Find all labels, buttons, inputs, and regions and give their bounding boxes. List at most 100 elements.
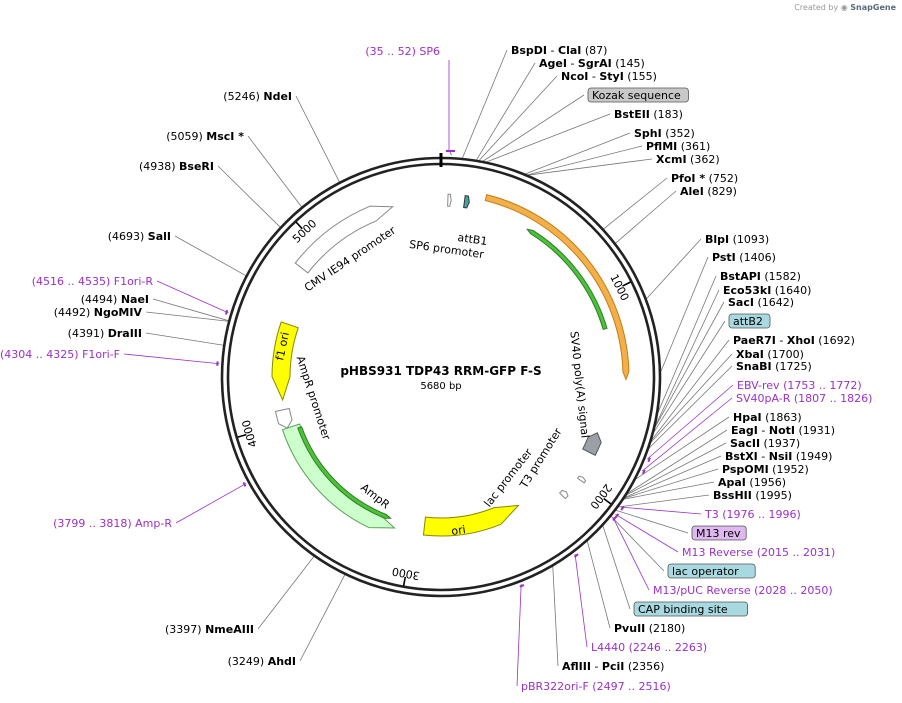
leader-line [478, 75, 558, 162]
site-coord: (1700) [764, 348, 804, 361]
primer-site-mark [242, 481, 247, 487]
site-label: SacI (1642) [728, 296, 794, 309]
site-snabi: SnaBI (1725) [736, 360, 812, 373]
leader-line [475, 62, 536, 162]
site-eco53ki: Eco53kI (1640) [723, 284, 811, 297]
site-name: PstI [712, 251, 736, 264]
tick-mark [603, 497, 612, 505]
leader-line [612, 517, 650, 591]
leader-line [617, 494, 710, 508]
site-coord: (2180) [645, 622, 685, 635]
site-label: NcoI - StyI (155) [561, 70, 657, 83]
site-coord: (183) [650, 108, 683, 121]
leader-line [624, 442, 727, 496]
site-label: (3249) AhdI [228, 655, 296, 668]
leader-line [614, 509, 689, 534]
site-coord: (1931) [795, 424, 835, 437]
site-label: (4494) NaeI [81, 293, 149, 306]
site-coord: (4693) [108, 230, 148, 243]
site-name: F1ori-F [82, 348, 120, 361]
feature-f1-ori [271, 321, 299, 402]
site-coord: (2356) [624, 660, 664, 673]
site-name: AhdI [268, 655, 296, 668]
site-name: SacII [730, 437, 760, 450]
leader-line [659, 256, 709, 374]
site-attb2: attB2 [728, 313, 771, 329]
site-name: BstXI [725, 450, 758, 463]
leader-line [526, 145, 643, 176]
site-name: NaeI [121, 293, 149, 306]
site-coord: (4494) [81, 293, 121, 306]
leader-line [610, 515, 665, 572]
site-coord: (87) [581, 44, 607, 57]
site-coord: (2028 .. 2050) [751, 584, 833, 597]
site-name: BstEII [614, 108, 650, 121]
site-coord: (1093) [729, 233, 769, 246]
site-label: EagI - NotI (1931) [731, 424, 835, 437]
site-name: XbaI [736, 348, 764, 361]
site-label: SphI (352) [634, 127, 695, 140]
site-draiii: (4391) DraIII [68, 327, 142, 340]
site-sp6: (35 .. 52) SP6 [365, 45, 440, 58]
site-ndei: (5246) NdeI [223, 90, 292, 103]
leader-line [523, 132, 631, 175]
site-amp-r: (3799 .. 3818) Amp-R [53, 517, 172, 530]
site-bseri: (4938) BseRI [139, 160, 214, 173]
site-coord: (4938) [139, 160, 179, 173]
site-label: BspDI - ClaI (87) [511, 44, 607, 57]
site-coord: (352) [662, 127, 695, 140]
tick-mark [295, 221, 303, 230]
site-bstxi: BstXI - NsiI (1949) [725, 450, 832, 463]
site-name: NcoI [561, 70, 588, 83]
site-coord: (361) [677, 140, 710, 153]
leader-line [145, 332, 225, 346]
site-coord: (5059) [166, 130, 206, 143]
site-name: NgoMIV [94, 306, 143, 319]
leader-line [656, 275, 717, 417]
primer-site-mark [612, 516, 617, 522]
site-label: AflIII - PciI (2356) [562, 660, 664, 673]
site-coord: (2246 .. 2263) [625, 641, 707, 654]
site-name: BstAPI [720, 270, 761, 283]
site-coord: (1642) [754, 296, 794, 309]
site-box [667, 563, 756, 579]
feature-lac-promoter [558, 489, 569, 500]
site-label: PfoI * (752) [671, 172, 738, 185]
site-xbai: XbaI (1700) [736, 348, 804, 361]
site-box-label: Kozak sequence [592, 89, 681, 102]
site-name: BssHII [713, 489, 752, 502]
site-pvuii: PvuII (2180) [614, 622, 685, 635]
leader-line [634, 416, 730, 481]
site-label: PflMI (361) [646, 140, 710, 153]
site-label: PstI (1406) [712, 251, 776, 264]
site-paer7i: PaeR7I - XhoI (1692) [733, 334, 855, 347]
site-m13-puc-reverse: M13/pUC Reverse (2028 .. 2050) [653, 584, 833, 597]
site-name: SacI [728, 296, 754, 309]
primer-site-mark [620, 505, 625, 511]
site-saci: SacI (1642) [728, 296, 794, 309]
tick-label: 4000 [239, 418, 259, 449]
site-msci: (5059) MscI * [166, 130, 244, 143]
site-name: NmeAIII [205, 623, 254, 636]
site-name: T3 [704, 508, 719, 521]
site-label: BlpI (1093) [705, 233, 769, 246]
site-name: StyI [599, 70, 623, 83]
site-coord: (2015 .. 2031) [753, 546, 835, 559]
leader-line [574, 553, 588, 648]
site-name: NdeI [263, 90, 292, 103]
site-label: AgeI - SgrAI (145) [539, 57, 645, 70]
site-coord: (829) [704, 185, 737, 198]
site-sep: - [776, 334, 787, 347]
site-m13-rev: M13 rev [691, 525, 747, 541]
site-coord: (1807 .. 1826) [790, 392, 872, 405]
feature-arcs [271, 193, 630, 537]
leader-line [448, 60, 452, 156]
site-coord: (1976 .. 1996) [719, 508, 801, 521]
leader-line [552, 565, 559, 667]
site-sep: - [758, 450, 769, 463]
leader-line [625, 429, 728, 495]
leader-line [481, 94, 585, 163]
primer-site-mark [641, 469, 646, 475]
site-name: PflMI [646, 140, 677, 153]
